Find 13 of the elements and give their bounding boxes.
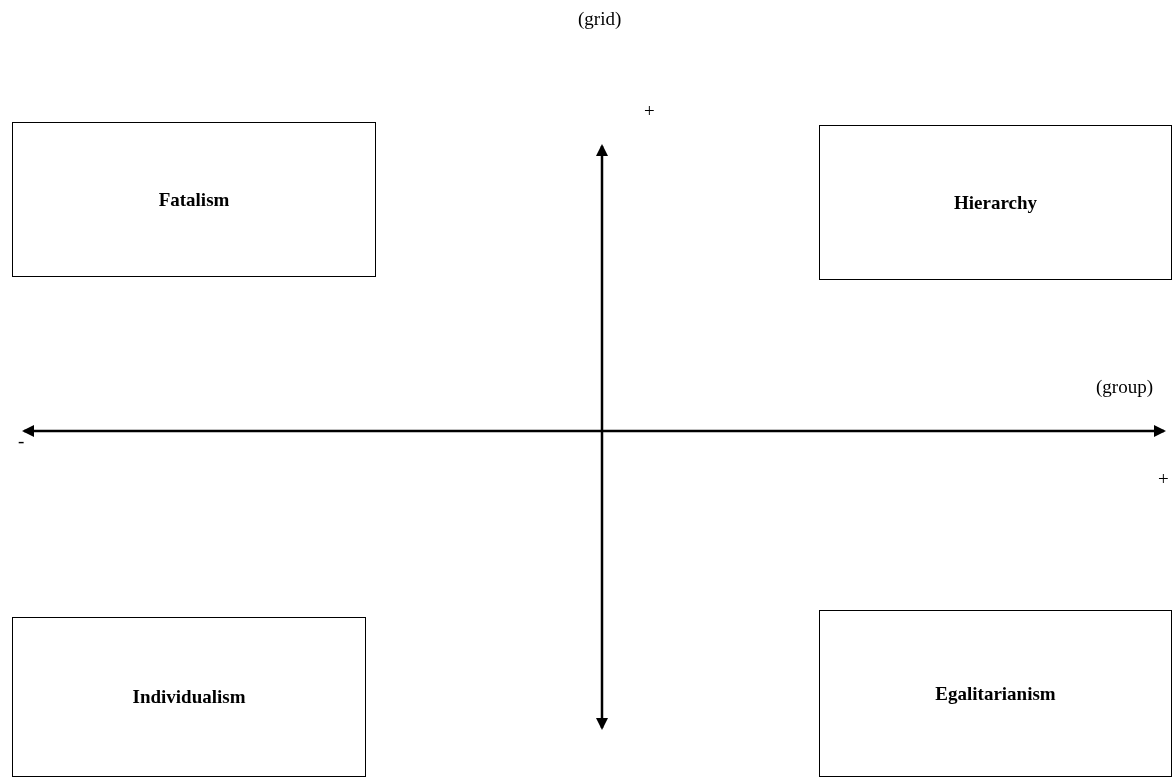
quadrant-label: Fatalism: [158, 188, 230, 211]
quadrant-box: [819, 610, 1172, 777]
axis-label: (grid): [578, 8, 622, 30]
axis-label: (group): [1096, 376, 1153, 398]
quadrant-box: [12, 617, 366, 777]
quadrant-box: [12, 122, 376, 277]
quadrant-label: Egalitarianism: [935, 682, 1056, 705]
quadrant-label: Hierarchy: [954, 191, 1037, 214]
quadrant-box: [819, 125, 1172, 280]
plus-sign: +: [1158, 468, 1169, 490]
quadrant-label: Individualism: [132, 686, 246, 708]
plus-sign: +: [644, 100, 655, 122]
minus-sign: -: [18, 430, 25, 452]
